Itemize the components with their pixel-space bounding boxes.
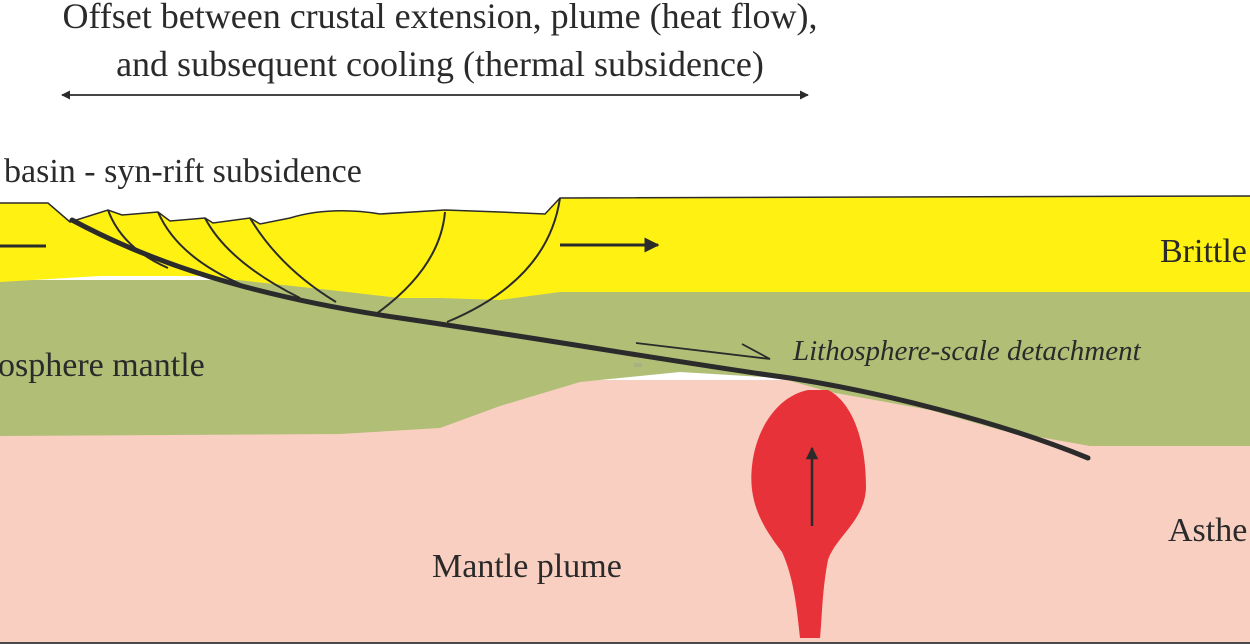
brittle-label: Brittle	[1160, 233, 1247, 270]
title-line-2: and subsequent cooling (thermal subsiden…	[116, 44, 764, 84]
detachment-half-arrow	[635, 342, 771, 360]
mantle-plume-label: Mantle plume	[432, 548, 622, 585]
crust-top-outline	[0, 195, 1250, 225]
brittle-crust-layer	[0, 196, 1250, 300]
fault-lines	[107, 197, 561, 323]
mantle-plume	[751, 390, 866, 638]
lithosphere-mantle-layer	[0, 280, 1250, 446]
asthenosphere-label: Asthe	[1168, 512, 1247, 549]
tiny-watermark: BR	[634, 363, 642, 369]
basin-label: basin - syn-rift subsidence	[4, 153, 362, 190]
fault-line	[107, 209, 169, 269]
detachment-label: Lithosphere-scale detachment	[792, 335, 1142, 367]
lithosphere-mantle-label: osphere mantle	[0, 347, 205, 384]
title-line-1: Offset between crustal extension, plume …	[62, 0, 817, 36]
fault-line	[157, 211, 246, 287]
fault-line	[249, 217, 337, 303]
detachment-fault	[69, 217, 1091, 461]
fault-line	[446, 197, 561, 323]
fault-line	[375, 211, 446, 315]
fault-line	[204, 217, 301, 299]
